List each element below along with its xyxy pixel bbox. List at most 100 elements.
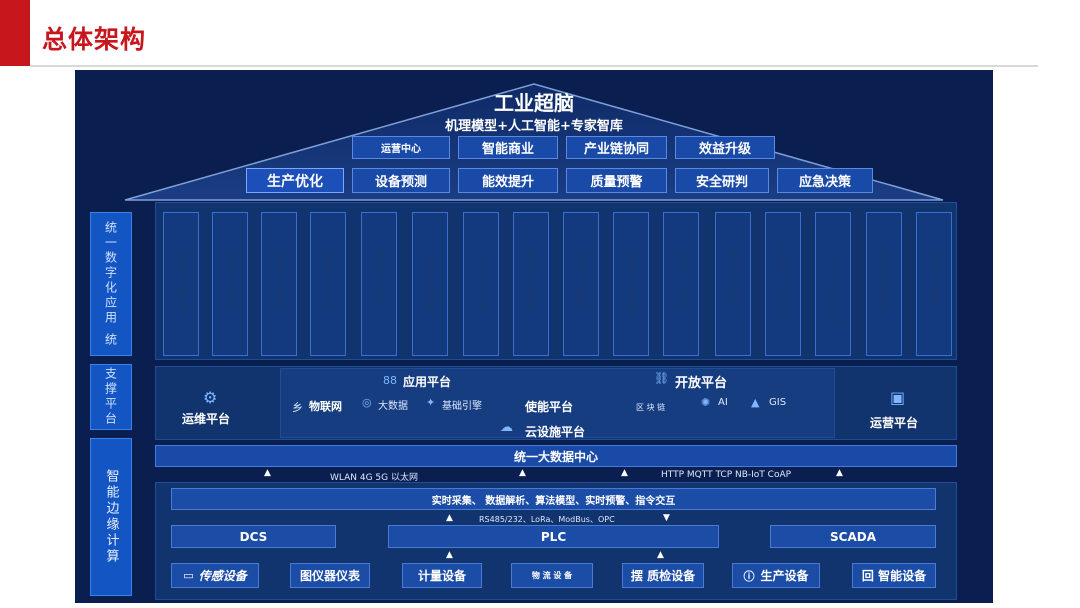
app-column-label: 数字化安环	[727, 249, 740, 314]
device-sensor[interactable]: ▭ 传感设备	[171, 563, 259, 588]
side-label-support: 支撑平台	[90, 364, 132, 430]
bigdata-label[interactable]: 大数据	[378, 401, 408, 412]
roof-title: 工业超脑	[494, 90, 574, 115]
ops-platform-label[interactable]: 运维平台	[182, 412, 231, 426]
arrow-down-icon: ▼	[663, 513, 670, 523]
controller-scada[interactable]: SCADA	[770, 525, 936, 548]
app-column[interactable]: 数字化生产	[361, 212, 397, 356]
app-column-label: 数字化仿真	[224, 249, 237, 314]
app-column-label: 数字化质控	[575, 249, 588, 314]
arrow-up-icon: ▲	[657, 550, 664, 560]
roof-row2-item-5[interactable]: 安全研判	[675, 168, 769, 193]
app-column[interactable]: 数字化物流	[663, 212, 699, 356]
page-title: 总体架构	[42, 25, 147, 54]
ops-platform-icon: ⚙	[203, 388, 218, 407]
title-accent-bar	[0, 0, 30, 66]
app-column-label: 数字化绩效	[878, 249, 891, 314]
engine-icon: ✦	[426, 396, 436, 409]
device-production-label: 生产设备	[760, 569, 809, 583]
roof-row1-item-1[interactable]: 运营中心	[352, 136, 450, 159]
arrow-up-icon: ▲	[446, 550, 453, 560]
operating-platform-label[interactable]: 运营平台	[870, 416, 919, 430]
app-column-label: 数字化设备	[475, 249, 488, 314]
app-column-label: 数字化客户	[928, 249, 941, 314]
app-column[interactable]: 数字化研发	[163, 212, 199, 356]
production-icon: ⓘ	[743, 569, 755, 583]
device-instrument[interactable]: 图仪器仪表	[290, 563, 370, 588]
controller-dcs[interactable]: DCS	[171, 525, 336, 548]
arrow-up-icon: ▲	[264, 468, 271, 478]
arrow-up-icon: ▲	[621, 468, 628, 478]
support-center-band	[280, 368, 835, 438]
engine-label[interactable]: 基础引擎	[442, 401, 482, 412]
gis-label[interactable]: GIS	[769, 397, 787, 408]
roof-row2-item-3[interactable]: 能效提升	[458, 168, 558, 193]
roof-row2-item-2[interactable]: 设备预测	[352, 168, 450, 193]
operating-platform-icon: ▣	[890, 388, 906, 407]
title-divider	[30, 65, 1038, 67]
bigdata-icon: ◎	[362, 396, 372, 409]
edge-functions-bar[interactable]: 实时采集、 数据解析、算法模型、实时预警、指令交互	[171, 488, 936, 510]
roof-row2-item-6[interactable]: 应急决策	[777, 168, 873, 193]
app-column[interactable]: 数字化安环	[715, 212, 751, 356]
side-label-edge: 智能边缘计算	[90, 438, 132, 596]
app-column-label: 数字化物流	[675, 249, 688, 314]
app-column[interactable]: 数字化仓储	[613, 212, 649, 356]
device-inspection[interactable]: 摆 质检设备	[622, 563, 704, 588]
app-platform-icon: 88	[383, 374, 397, 387]
roof-row2-item-1[interactable]: 生产优化	[246, 168, 344, 193]
blockchain-label[interactable]: 区 块 链	[636, 403, 666, 412]
iot-icon: 乡	[292, 401, 303, 414]
app-platform-label[interactable]: 应用平台	[403, 375, 452, 389]
app-column[interactable]: 数字化应急	[765, 212, 801, 356]
open-platform-icon: ⛓	[654, 371, 670, 385]
device-production[interactable]: ⓘ 生产设备	[732, 563, 820, 588]
arrow-up-icon: ▲	[519, 468, 526, 478]
app-column[interactable]: 数字化绩效	[866, 212, 902, 356]
app-column-label: 数字化研发	[175, 249, 188, 314]
side-label-apps: 统一数字化应用 统	[90, 212, 132, 356]
device-smart[interactable]: 回 智能设备	[852, 563, 936, 588]
fieldbus-protocols: RS485/232、LoRa、ModBus、OPC	[479, 515, 615, 524]
cloud-platform-label[interactable]: 云设施平台	[525, 425, 586, 439]
architecture-diagram: 工业超脑 机理模型+人工智能+专家智库 运营中心 智能商业 产业链协同 效益升级…	[75, 70, 993, 603]
sensor-icon: ▭	[183, 569, 194, 582]
app-column-label: 数字化调度	[424, 249, 437, 314]
iot-label[interactable]: 物联网	[309, 400, 342, 413]
app-column-label: 数字化应急	[777, 249, 790, 314]
roof-row1-item-3[interactable]: 产业链协同	[566, 136, 667, 159]
ai-icon: ✺	[701, 396, 711, 409]
open-platform-label[interactable]: 开放平台	[675, 376, 728, 391]
device-metering[interactable]: 计量设备	[402, 563, 482, 588]
app-column[interactable]: 数字化质控	[563, 212, 599, 356]
gis-icon: ▲	[751, 396, 760, 409]
enable-platform-label[interactable]: 使能平台	[525, 400, 574, 414]
app-column-label: 数字化生产	[373, 249, 386, 314]
app-column[interactable]: 数字化客户	[916, 212, 952, 356]
app-column-label: 数字化能源	[525, 249, 538, 314]
network-protocols: WLAN 4G 5G 以太网	[330, 473, 418, 483]
roof-row1-item-2[interactable]: 智能商业	[458, 136, 558, 159]
data-center-bar[interactable]: 统一大数据中心	[155, 445, 957, 467]
cloud-icon: ☁	[500, 420, 513, 435]
arrow-up-icon: ▲	[836, 468, 843, 478]
app-column[interactable]: 数字化资产	[261, 212, 297, 356]
app-column-label: 数字化供应链	[827, 249, 840, 327]
arrow-up-icon: ▲	[446, 513, 453, 523]
app-column[interactable]: 数字化设备	[463, 212, 499, 356]
controller-plc[interactable]: PLC	[388, 525, 719, 548]
app-column-label: 数字化仓储	[625, 249, 638, 314]
roof-row2-item-4[interactable]: 质量预警	[566, 168, 667, 193]
app-column[interactable]: 数字化能源	[513, 212, 549, 356]
roof-row1-item-4[interactable]: 效益升级	[675, 136, 775, 159]
ai-label[interactable]: AI	[718, 397, 728, 408]
app-column[interactable]: 数字化调度	[412, 212, 448, 356]
app-column[interactable]: 数字化供应链	[815, 212, 851, 356]
app-column-label: 数字化资产	[273, 249, 286, 314]
iot-protocols: HTTP MQTT TCP NB-IoT CoAP	[661, 470, 792, 480]
app-column[interactable]: 数字化办公	[310, 212, 346, 356]
app-column[interactable]: 数字化仿真	[212, 212, 248, 356]
device-logistics[interactable]: 物 流 设 备	[511, 563, 593, 588]
app-column-label: 数字化办公	[322, 249, 335, 314]
